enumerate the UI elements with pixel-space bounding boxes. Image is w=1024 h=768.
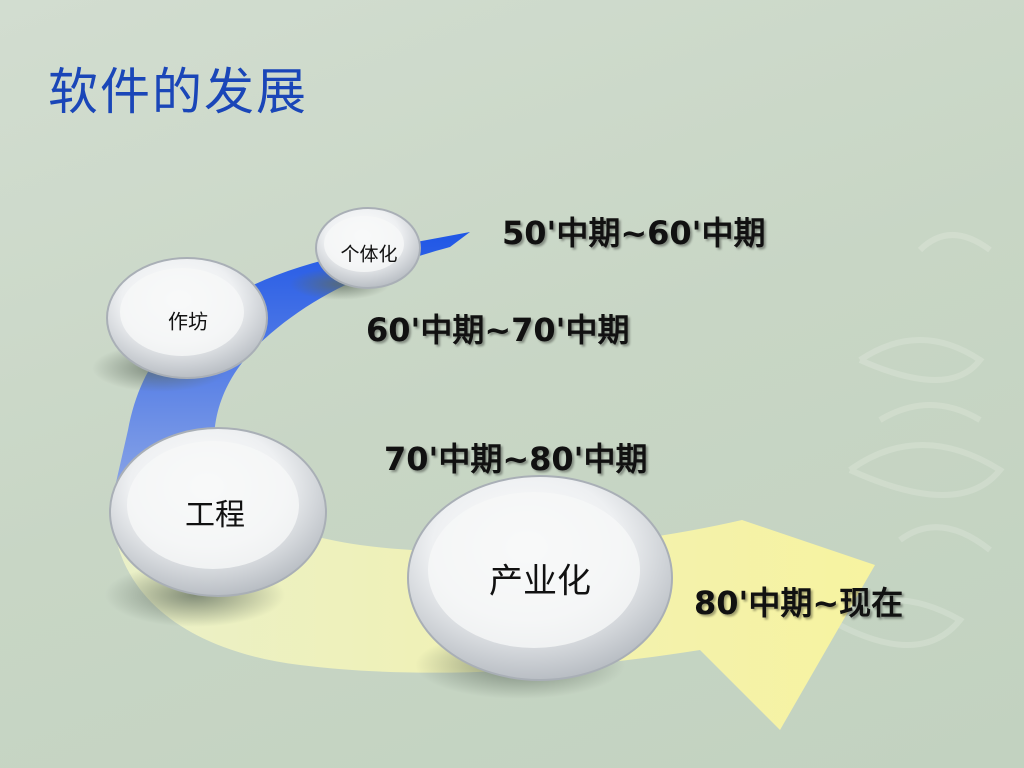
node-chanyehua (407, 475, 673, 681)
slide-title: 软件的发展 (48, 63, 308, 121)
background-pattern (828, 232, 1005, 648)
node-label-geti: 个体化 (340, 243, 398, 266)
node-geti (315, 207, 421, 289)
node-label-gongcheng: 工程 (185, 498, 245, 533)
node-label-chanyehua: 产业化 (489, 561, 591, 602)
node-gongcheng (109, 427, 327, 597)
period-label-3: 70'中期~80'中期 (384, 440, 648, 478)
period-label-1: 50'中期~60'中期 (502, 214, 766, 252)
period-label-2: 60'中期~70'中期 (366, 311, 630, 349)
period-label-4: 80'中期~现在 (694, 584, 904, 622)
node-label-zuofang: 作坊 (168, 309, 208, 334)
node-zuofang (106, 257, 268, 379)
